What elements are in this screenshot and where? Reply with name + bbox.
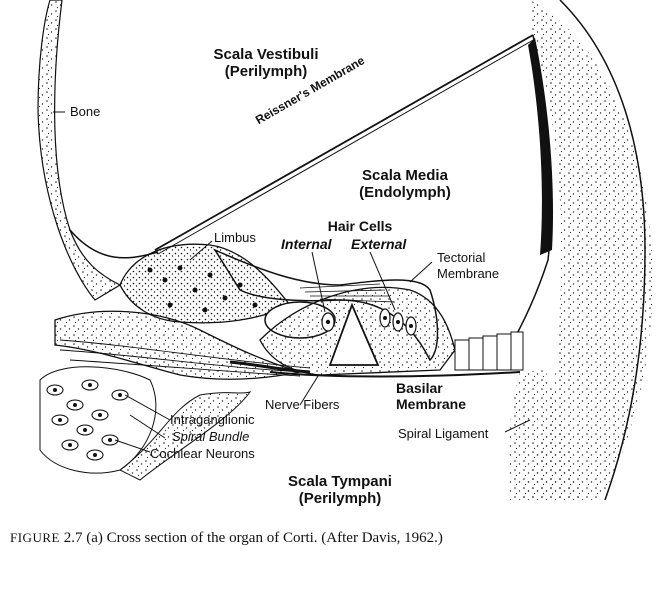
label-intraganglionic: Intraganglionic: [170, 412, 255, 427]
label-limbus: Limbus: [214, 230, 256, 245]
caption-text: (a) Cross section of the organ of Corti.…: [86, 530, 443, 546]
label-scala-tympani: Scala Tympani (Perilymph): [288, 473, 392, 507]
label-tectorial-membrane: Tectorial Membrane: [437, 250, 500, 281]
label-nerve-fibers: Nerve Fibers: [265, 397, 340, 412]
caption-figure-word: FIGURE: [10, 530, 60, 545]
label-hair-cells: Hair Cells: [327, 218, 393, 234]
label-spiral-bundle: Spiral Bundle: [172, 429, 250, 444]
label-cochlear-neurons: Cochlear Neurons: [150, 446, 255, 461]
limbus-cells: [147, 265, 258, 313]
basilar-membrane-line: [269, 371, 521, 378]
label-bone: Bone: [70, 104, 101, 119]
label-spiral-ligament: Spiral Ligament: [398, 426, 489, 441]
label-scala-media: Scala Media (Endolymph): [359, 167, 451, 201]
reissners-membrane-line-2: [157, 38, 536, 255]
reissners-membrane-line: [154, 34, 534, 251]
scala-media-lateral-wall: [504, 34, 552, 356]
tunnel-of-corti: [328, 302, 380, 366]
scala-vestibuli-floor: [69, 229, 159, 259]
ganglion-outline: [39, 366, 157, 474]
lower-bone: [119, 391, 252, 481]
leader-lines: [53, 111, 531, 453]
bone-wall-left: [37, 0, 122, 301]
figure-caption: FIGURE 2.7 (a) Cross section of the orga…: [10, 530, 660, 547]
cochlear-neuron-nuclei: [53, 383, 122, 457]
label-external: External: [351, 236, 407, 252]
bone-edge-right: [559, 0, 646, 501]
label-internal: Internal: [281, 236, 332, 252]
label-scala-vestibuli: Scala Vestibuli (Perilymph): [213, 46, 319, 80]
caption-figure-number: 2.7: [63, 530, 83, 546]
spiral-ligament-lower: [508, 370, 580, 500]
organ-of-corti-diagram: [37, 0, 653, 501]
label-basilar-membrane: Basilar Membrane: [396, 380, 467, 412]
stria-vascularis: [528, 38, 554, 255]
nerve-fiber-lines: [59, 339, 311, 377]
bone-wall-right: [520, 0, 653, 500]
hair-cell-nuclei: [325, 316, 413, 328]
claudius-cells: [454, 331, 524, 371]
